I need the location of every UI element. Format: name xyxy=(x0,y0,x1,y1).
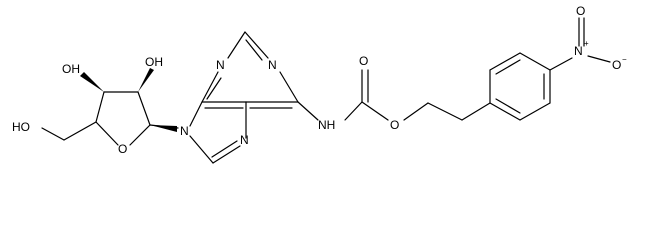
n1-label: N xyxy=(268,58,277,72)
n3-label: N xyxy=(216,58,225,72)
structure-drawing: OH OH HO O N N N N NH O O N + O O − xyxy=(12,4,627,164)
nitro-n-charge: + xyxy=(584,39,589,48)
nitro-o-charge: − xyxy=(622,55,627,64)
bonds xyxy=(41,17,611,164)
stereo-wedges xyxy=(80,68,177,132)
chemical-structure: OH OH HO O N N N N NH O O N + O O − xyxy=(12,4,627,164)
n7-label: N xyxy=(240,133,249,147)
atom-labels: OH OH HO O N N N N NH O O N + O O − xyxy=(12,4,627,156)
nitro-o-right-label: O xyxy=(612,58,621,72)
ho-label-c5: HO xyxy=(12,120,30,134)
oh-label-c3: OH xyxy=(62,62,80,76)
ester-o-label: O xyxy=(390,118,399,132)
o-label-ribose-ring: O xyxy=(118,142,127,156)
nitro-o-top-label: O xyxy=(576,4,585,18)
nh-label: NH xyxy=(318,118,335,132)
oh-label-c2: OH xyxy=(145,55,163,69)
nitro-n-label: N xyxy=(574,44,583,58)
carbonyl-o-label: O xyxy=(359,54,368,68)
n9-label: N xyxy=(180,124,189,138)
